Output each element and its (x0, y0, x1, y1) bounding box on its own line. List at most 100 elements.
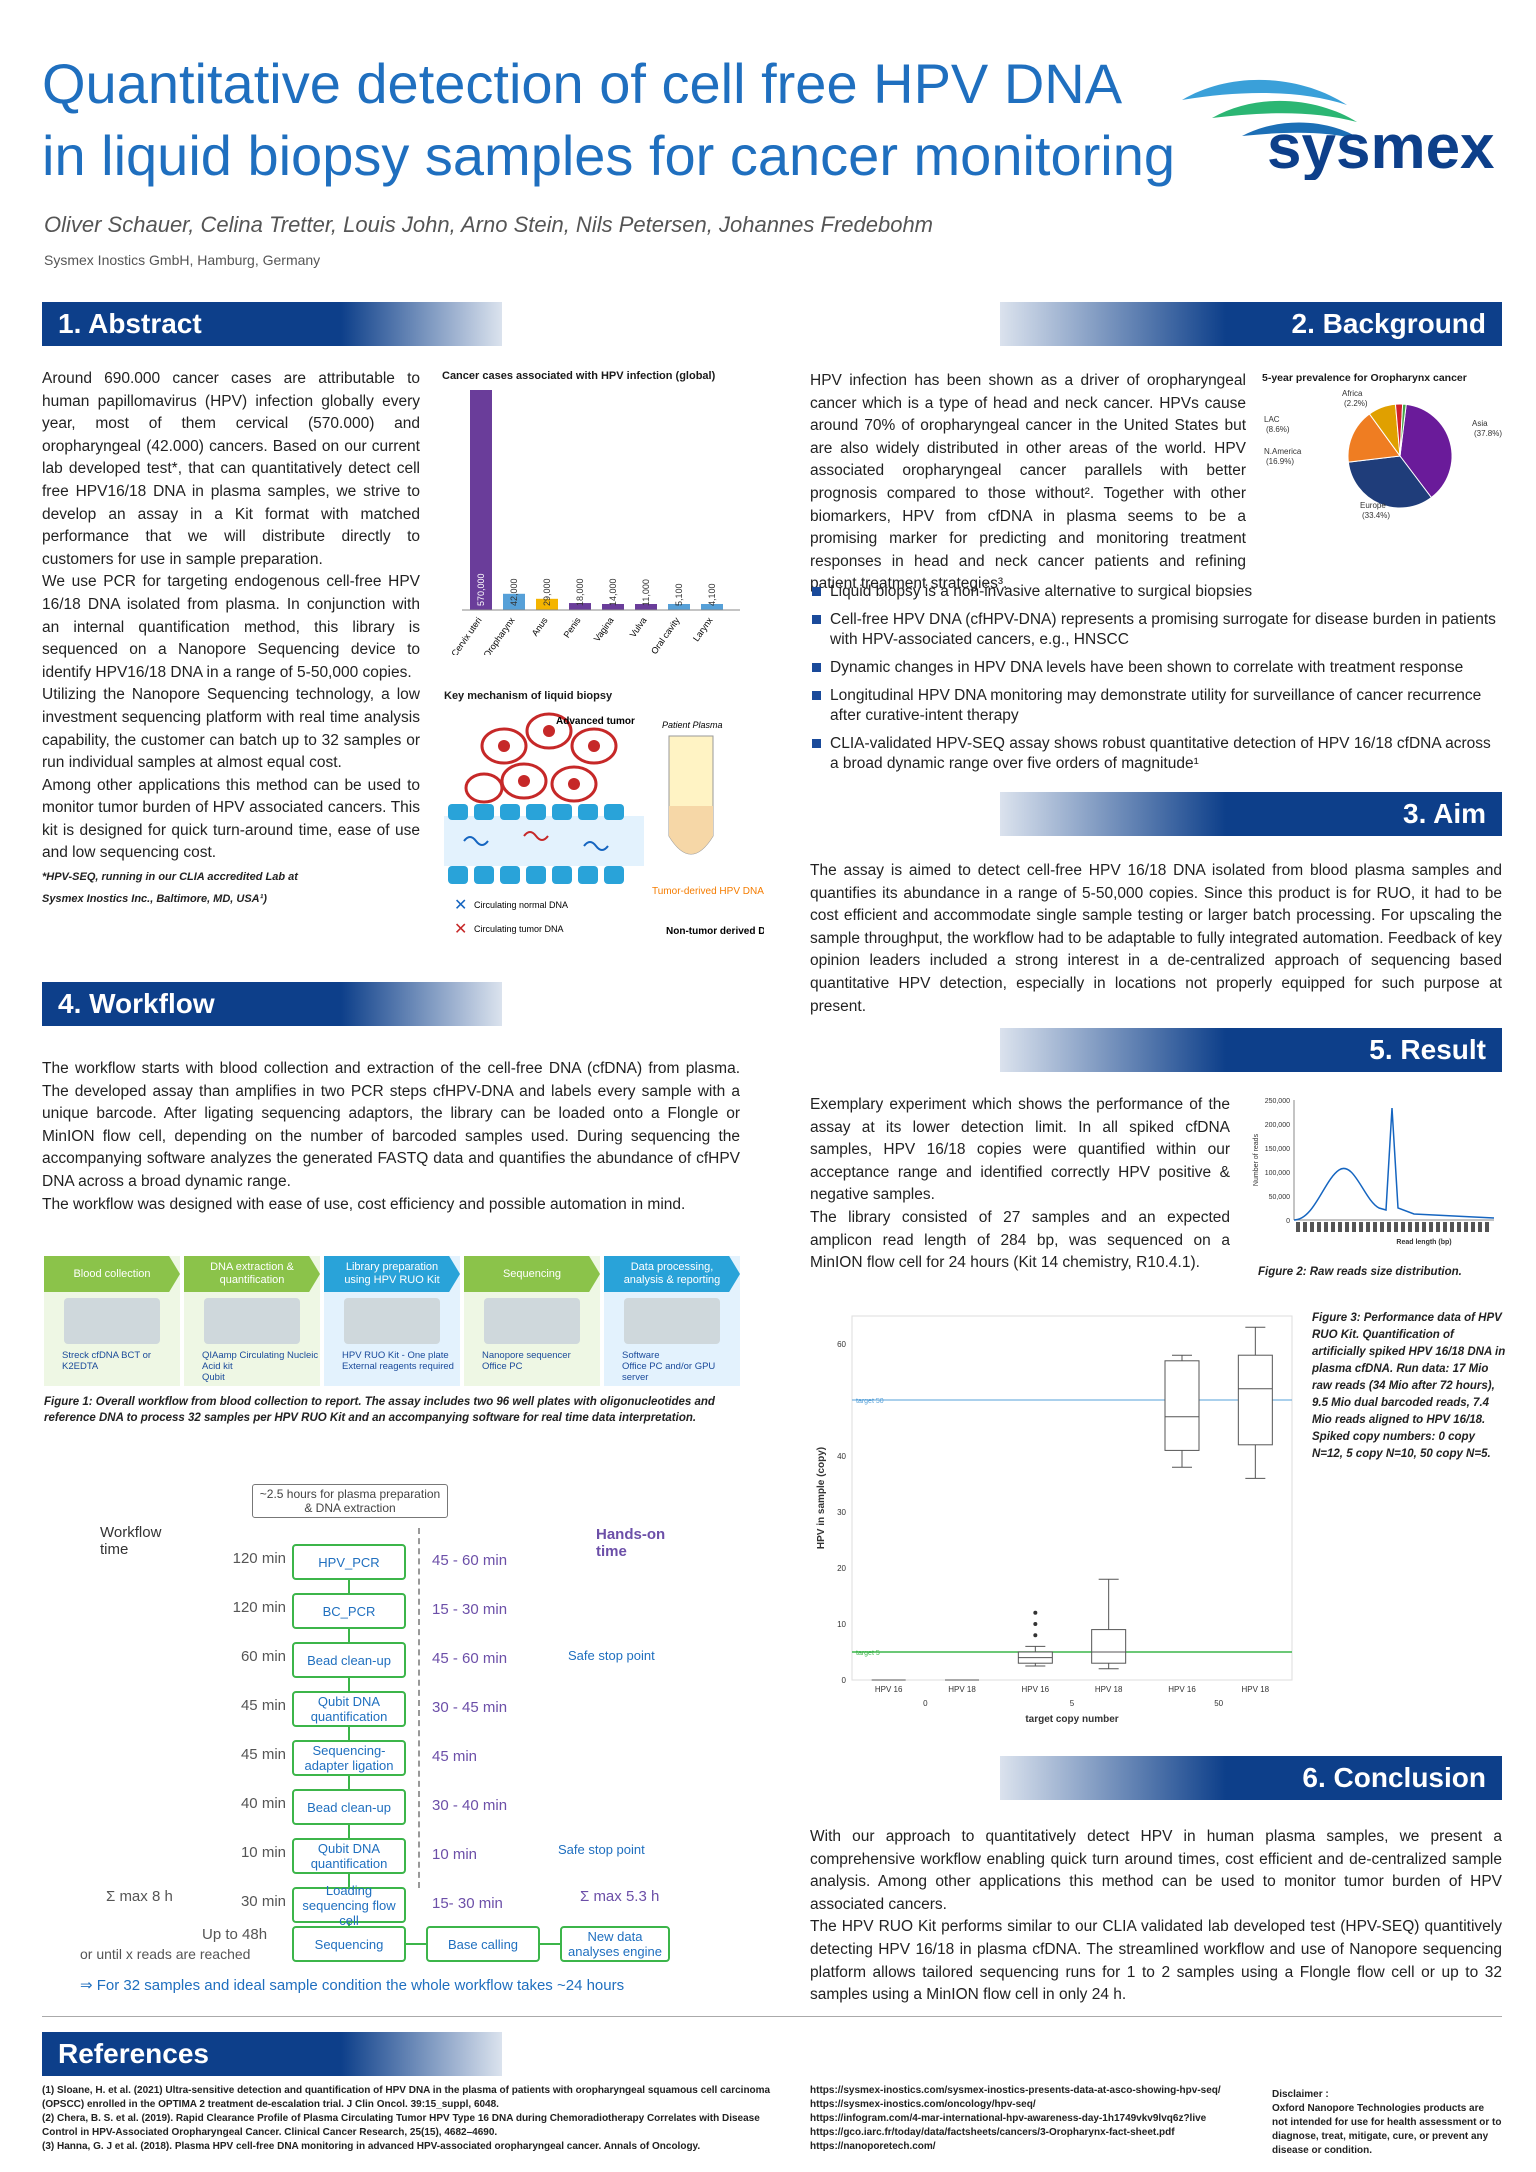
references-list: (1) Sloane, H. et al. (2021) Ultra-sensi… (42, 2084, 772, 2154)
bar-value-label: 4,100 (707, 583, 717, 606)
bullet-4: Longitudinal HPV DNA monitoring may demo… (812, 686, 1502, 726)
until-reads: or until x reads are reached (80, 1946, 251, 1962)
background-text: HPV infection has been shown as a driver… (810, 372, 1246, 593)
sum-hands: Σ max 5.3 h (580, 1888, 660, 1905)
conclusion-text: With our approach to quantitatively dete… (810, 1826, 1502, 2007)
workflow-time-label: Workflow time (100, 1524, 162, 1558)
box-5 (1164, 1360, 1200, 1451)
link-5[interactable]: https://nanoporetech.com/ (810, 2141, 936, 2152)
bullet-5: CLIA-validated HPV-SEQ assay shows robus… (812, 734, 1502, 774)
workflow-p2: The workflow was designed with ease of u… (42, 1195, 686, 1213)
workflow-p1: The workflow starts with blood collectio… (42, 1060, 740, 1190)
link-3[interactable]: https://infogram.com/4-mar-international… (810, 2113, 1207, 2124)
plot-area (851, 1315, 1293, 1681)
workflow-step-item: HPV RUO Kit - One plate (342, 1350, 449, 1361)
hands-on-label: Hands-on time (596, 1526, 666, 1560)
row-hands-on: 45 - 60 min (432, 1650, 508, 1667)
row-time: 40 min (240, 1795, 286, 1812)
ref-3: (3) Hanna, G. J et al. (2018). Plasma HP… (42, 2141, 701, 2152)
pie-pct: (16.9%) (1266, 457, 1294, 466)
x-tick-label (1485, 1222, 1489, 1232)
bar-value-label: 29,000 (542, 578, 552, 606)
label-advanced-tumor: Advanced tumor (556, 716, 635, 727)
workflow-footnote: ⇒ For 32 samples and ideal sample condit… (80, 1977, 625, 1994)
workflow-step-title: Library preparation using HPV RUO Kit (324, 1256, 460, 1292)
svg-text:✕: ✕ (454, 897, 467, 914)
conclusion-p1: With our approach to quantitatively dete… (810, 1828, 1502, 1913)
bar-8 (701, 604, 723, 610)
group-label: 0 (923, 1699, 928, 1708)
y-tick: 250,000 (1265, 1098, 1290, 1105)
x-tick-label (1359, 1222, 1363, 1232)
pie-pct: (8.6%) (1266, 425, 1290, 434)
workflow-step-image (624, 1298, 720, 1344)
link-4[interactable]: https://gco.iarc.fr/today/data/factsheet… (810, 2127, 1175, 2138)
pie-label: Asia (1472, 419, 1488, 428)
y-tick: 10 (837, 1620, 846, 1629)
oropharynx-pie-chart: Asia(37.8%)Europe(33.4%)N.America(16.9%)… (1264, 389, 1502, 520)
bullet-3: Dynamic changes in HPV DNA levels have b… (812, 658, 1502, 678)
category-label: HPV 16 (875, 1685, 903, 1694)
pie-label: LAC (1264, 415, 1280, 424)
result-text: Exemplary experiment which shows the per… (810, 1094, 1230, 1275)
abstract-p2: We use PCR for targeting endogenous cell… (42, 573, 420, 681)
category-label: HPV 18 (1242, 1685, 1270, 1694)
x-tick-label (1443, 1222, 1447, 1232)
row-step-box: Loading sequencing flow cell (292, 1883, 406, 1928)
pie-pct: (33.4%) (1362, 511, 1390, 520)
poster-title: Quantitative detection of cell free HPV … (42, 48, 1175, 192)
pie-label: Africa (1342, 389, 1363, 398)
figure-3-caption: Figure 3: Performance data of HPV RUO Ki… (1312, 1312, 1506, 1460)
x-tick-label (1450, 1222, 1454, 1232)
link-1[interactable]: https://sysmex-inostics.com/sysmex-inost… (810, 2085, 1221, 2096)
abstract-text: Around 690.000 cancer cases are attribut… (42, 368, 420, 909)
background-bullets: Liquid biopsy is a non-invasive alternat… (812, 582, 1502, 782)
label-tumor-derived: Tumor-derived HPV DNA (652, 886, 764, 897)
target-50-label: target 50 (856, 1398, 884, 1405)
link-2[interactable]: https://sysmex-inostics.com/oncology/hpv… (810, 2099, 1036, 2110)
box-4 (1091, 1629, 1127, 1664)
mechanism-title: Key mechanism of liquid biopsy (444, 690, 613, 702)
row-time: 45 min (240, 1746, 286, 1763)
section-background: 2. Background (1000, 302, 1502, 346)
bar-4 (569, 603, 591, 610)
affiliation: Sysmex Inostics GmbH, Hamburg, Germany (44, 252, 321, 268)
x-tick-label (1387, 1222, 1391, 1232)
legend-normal-dna: Circulating normal DNA (474, 900, 568, 910)
safe-stop-1: Safe stop point (568, 1648, 655, 1663)
x-tick-label (1331, 1222, 1335, 1232)
divider (42, 2016, 1502, 2017)
workflow-step-title: Sequencing (464, 1256, 600, 1292)
workflow-text: The workflow starts with blood collectio… (42, 1058, 740, 1216)
bar-3 (536, 598, 558, 610)
abstract-note-2: Sysmex Inostics Inc., Baltimore, MD, USA… (42, 893, 267, 906)
x-tick-label (1429, 1222, 1433, 1232)
group-label: 50 (1214, 1699, 1223, 1708)
arrow-1 (406, 1943, 426, 1945)
x-tick-label (1373, 1222, 1377, 1232)
y-tick: 20 (837, 1564, 846, 1573)
outlier (1033, 1622, 1038, 1626)
x-tick-label (1296, 1222, 1300, 1232)
read-length-chart: 250,000200,000150,000100,00050,0000Numbe… (1253, 1098, 1495, 1246)
outlier (1033, 1633, 1038, 1638)
pie-title: 5-year prevalence for Oropharynx cancer (1262, 372, 1467, 384)
pie-slice-6 (1399, 403, 1407, 457)
outlier (1033, 1610, 1038, 1615)
figure-2-caption: Figure 2: Raw reads size distribution. (1258, 1266, 1462, 1278)
section-aim: 3. Aim (1000, 792, 1502, 836)
pie-slice-2 (1347, 455, 1433, 509)
x-tick-label (1394, 1222, 1398, 1232)
disclaimer-title: Disclaimer : (1272, 2089, 1329, 2100)
x-tick-label (1457, 1222, 1461, 1232)
row-hands-on: 45 - 60 min (432, 1552, 508, 1569)
y-tick: 60 (837, 1340, 846, 1349)
row-step-box: Bead clean-up (292, 1642, 406, 1678)
x-tick-label (1366, 1222, 1370, 1232)
y-tick: 200,000 (1265, 1122, 1290, 1129)
dashed-divider (418, 1528, 420, 1888)
figure-1-caption: Figure 1: Overall workflow from blood co… (44, 1396, 715, 1424)
